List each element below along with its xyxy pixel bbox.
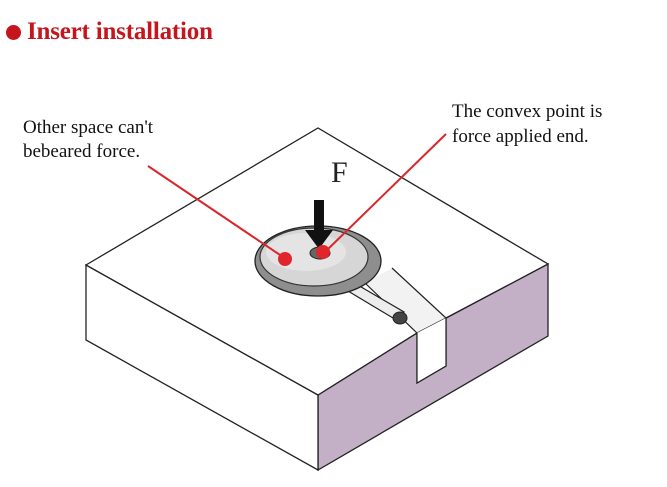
left-callout-line-2: bebeared force. (23, 141, 140, 162)
right-callout-line-1: The convex point is (452, 101, 602, 122)
left-callout-line-1: Other space can't (23, 117, 154, 138)
right-callout-line-2: force applied end. (452, 126, 589, 147)
section-title: Insert installation (27, 18, 213, 45)
insert-disc-highlight (266, 233, 346, 271)
left-callout-text: Other space can't bebeared force. (23, 117, 158, 162)
right-callout-text: The convex point is force applied end. (452, 101, 607, 147)
notch-inner-wall (416, 318, 447, 385)
force-label: F (331, 156, 348, 189)
section-header: Insert installation (6, 18, 213, 46)
left-callout-line (147, 165, 287, 260)
rod-end (392, 311, 408, 325)
right-marker (316, 245, 330, 259)
bullet-icon (6, 24, 21, 40)
force-arrow (305, 200, 333, 249)
left-marker (278, 252, 292, 266)
right-callout-line (324, 133, 447, 253)
